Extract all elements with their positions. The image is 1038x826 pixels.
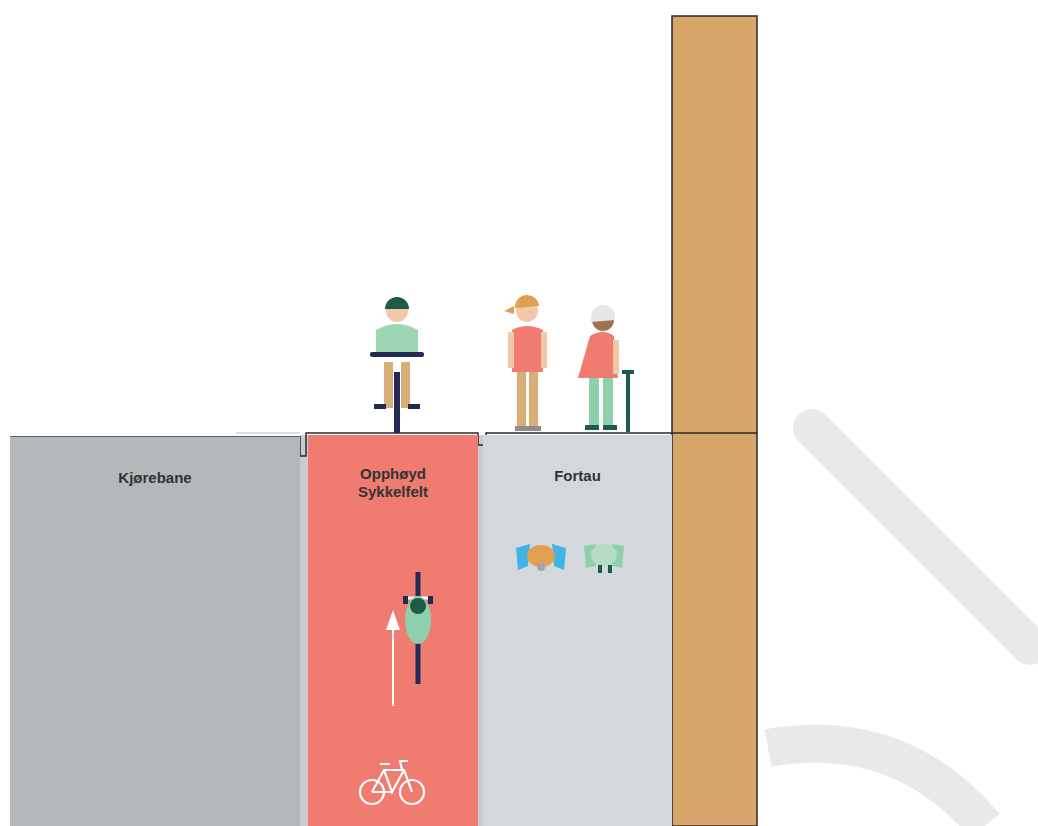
bicycle-symbol (360, 761, 424, 804)
wall-ground-line (672, 432, 757, 434)
band-label: Kjørebane (55, 469, 255, 487)
pedestrian-figure (504, 295, 547, 431)
direction-arrow (386, 610, 400, 706)
band-label: Opphøyd Sykkelfelt (348, 465, 438, 501)
road-edge (236, 433, 300, 434)
sidewalk-band: Fortau (483, 435, 672, 826)
cyclist-figure (370, 297, 424, 433)
building-wall (672, 16, 757, 826)
pedestrian-figure (578, 305, 634, 432)
bike-lane-band: Opphøyd Sykkelfelt (308, 435, 478, 826)
roadway-band: Kjørebane (10, 437, 300, 826)
cyclist-top-view (403, 572, 433, 684)
curb-strip (300, 435, 308, 826)
watermark-shape (768, 744, 985, 826)
band-label: Fortau (503, 467, 653, 485)
watermark-shape (812, 428, 1030, 646)
pedestrian-top-view (516, 544, 624, 573)
